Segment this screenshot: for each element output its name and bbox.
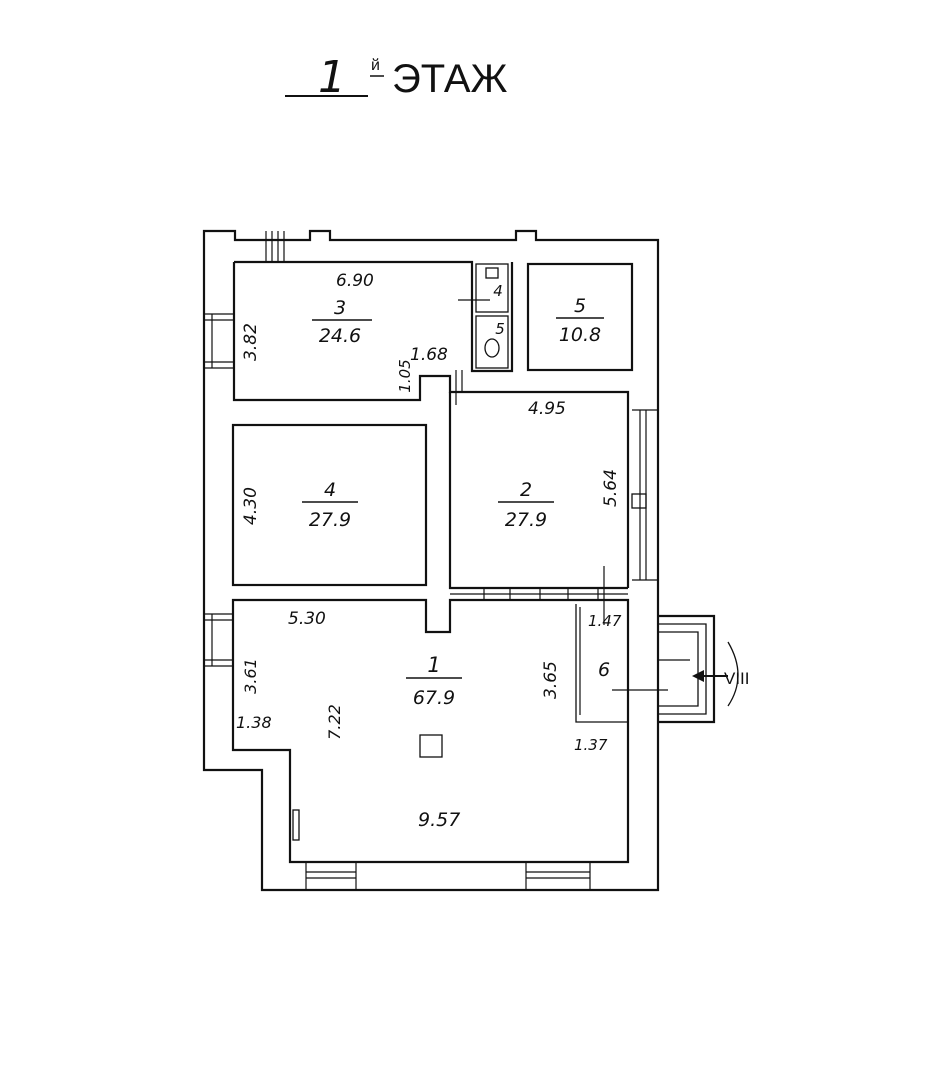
dim-room4-height: 4.30 bbox=[241, 487, 261, 525]
dim-room1-left-full: 7.22 bbox=[325, 704, 344, 740]
dim-room2-width: 4.95 bbox=[528, 399, 566, 419]
entrance-porch: VIII bbox=[612, 614, 750, 724]
wc-4-outline bbox=[475, 263, 509, 313]
wc-4-number: 4 bbox=[493, 282, 503, 300]
room-2-label: 2 27.9 bbox=[498, 479, 554, 531]
dim-room3-opening: 1.05 bbox=[396, 359, 414, 392]
dim-corridor-width: 1.68 bbox=[410, 345, 448, 365]
room-1-number: 1 bbox=[427, 653, 440, 677]
wc-5-outline bbox=[475, 315, 509, 369]
room-1-label: 1 67.9 bbox=[406, 653, 462, 709]
door-marks bbox=[455, 370, 605, 715]
dimension-labels: 6.90 3.82 1.05 1.68 4.95 5.64 4.30 5.30 … bbox=[236, 271, 622, 831]
room-3-number: 3 bbox=[334, 297, 346, 319]
room6-outline bbox=[575, 604, 628, 723]
room-4-number: 4 bbox=[324, 479, 336, 501]
floor-word: ЭТАЖ bbox=[392, 57, 508, 101]
floor-number-suffix: й bbox=[371, 57, 380, 74]
room4-outline bbox=[231, 423, 428, 587]
room-5-area: 10.8 bbox=[559, 324, 601, 346]
room-labels: 3 24.6 5 10.8 4 27.9 2 27.9 1 67.9 6 4 5 bbox=[302, 282, 610, 709]
outer-walls bbox=[202, 229, 660, 892]
room-5-number: 5 bbox=[574, 295, 586, 317]
room-1-area: 67.9 bbox=[413, 687, 455, 709]
dim-room1-right: 3.65 bbox=[541, 661, 561, 699]
floor-title: 1 й ЭТАЖ bbox=[285, 52, 508, 103]
dim-room1-left-upper: 3.61 bbox=[241, 658, 260, 694]
floor-number: 1 bbox=[318, 52, 346, 103]
toilet-icon bbox=[484, 338, 500, 358]
dim-room2-height: 5.64 bbox=[601, 469, 621, 507]
interior-walls bbox=[231, 260, 634, 864]
dim-room6-bottom: 1.37 bbox=[574, 736, 608, 754]
window-left-room1 bbox=[204, 613, 233, 667]
column bbox=[419, 734, 443, 758]
window-top-left bbox=[265, 231, 285, 262]
entrance-label: VIII bbox=[724, 669, 750, 688]
room-4-label: 4 27.9 bbox=[302, 479, 358, 531]
room5-outline bbox=[526, 262, 634, 372]
window-bottom-right bbox=[525, 862, 591, 890]
dim-room3-width: 6.90 bbox=[336, 271, 374, 291]
room1-outline bbox=[231, 598, 630, 864]
room-4-area: 27.9 bbox=[309, 509, 351, 531]
wall-niche bbox=[292, 809, 300, 841]
wc-5-number: 5 bbox=[495, 320, 505, 338]
room2-outline bbox=[448, 392, 628, 590]
window-right-room2 bbox=[631, 409, 658, 581]
dim-room1-left-lower: 1.38 bbox=[236, 713, 272, 732]
arrow-head-icon bbox=[692, 670, 704, 682]
dim-room6-top: 1.47 bbox=[588, 612, 622, 630]
windows bbox=[204, 231, 658, 890]
window-bottom-left bbox=[305, 862, 357, 890]
room3-outline bbox=[234, 260, 514, 373]
partition-hatch bbox=[450, 588, 628, 600]
dim-room1-top: 5.30 bbox=[288, 609, 326, 629]
room-3-area: 24.6 bbox=[319, 325, 361, 347]
room-2-number: 2 bbox=[520, 479, 532, 501]
room-2-area: 27.9 bbox=[505, 509, 547, 531]
dim-room1-bottom: 9.57 bbox=[418, 809, 460, 831]
room-3-label: 3 24.6 bbox=[312, 297, 372, 347]
dim-room3-height: 3.82 bbox=[241, 323, 261, 361]
wc-block bbox=[458, 263, 509, 369]
room-5-label: 5 10.8 bbox=[556, 295, 604, 346]
sink-icon bbox=[485, 267, 499, 279]
section-arc bbox=[727, 641, 739, 707]
window-left-room3 bbox=[204, 313, 234, 369]
room-6-number: 6 bbox=[598, 659, 610, 681]
room3-lower-outline bbox=[232, 262, 630, 588]
